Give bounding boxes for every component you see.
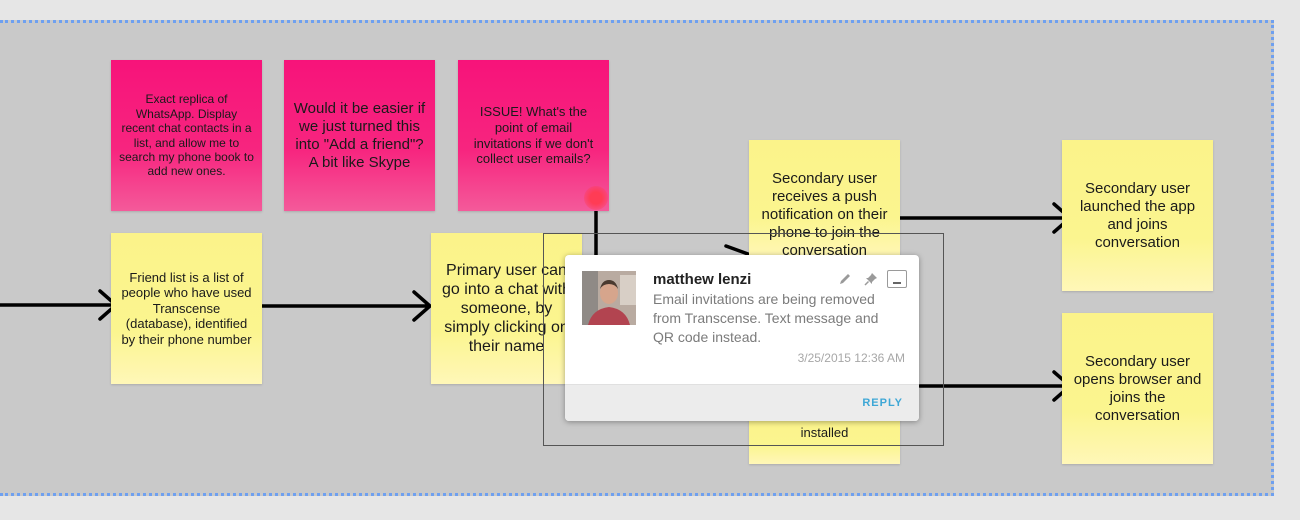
minimize-icon[interactable] bbox=[887, 270, 907, 288]
comment-actions bbox=[835, 269, 907, 289]
arrow-friend-to-primary bbox=[260, 290, 433, 322]
sticky-note-add-a-friend[interactable]: Would it be easier if we just turned thi… bbox=[284, 60, 435, 211]
sticky-note-text: Primary user can go into a chat with som… bbox=[442, 261, 571, 356]
arrow-primary-to-push bbox=[724, 244, 750, 256]
sticky-note-text: ISSUE! What's the point of email invitat… bbox=[473, 104, 594, 167]
sticky-note-email-issue[interactable]: ISSUE! What's the point of email invitat… bbox=[458, 60, 609, 211]
sticky-note-text: Friend list is a list of people who have… bbox=[121, 269, 252, 347]
pin-icon[interactable] bbox=[861, 269, 881, 289]
comment-author: matthew lenzi bbox=[653, 271, 752, 288]
selection-frame bbox=[543, 233, 944, 446]
sticky-note-secondary-app[interactable]: Secondary user launched the app and join… bbox=[1062, 140, 1213, 291]
comment-popup: matthew lenzi Email invitations are bein… bbox=[565, 255, 919, 421]
comment-marker[interactable] bbox=[584, 186, 608, 210]
sticky-note-text: Secondary user receives a push notificat… bbox=[761, 170, 888, 259]
reply-button[interactable]: REPLY bbox=[862, 397, 903, 409]
avatar bbox=[582, 271, 636, 325]
comment-text: Email invitations are being removed from… bbox=[653, 291, 879, 345]
comment-timestamp: 3/25/2015 12:36 AM bbox=[797, 351, 905, 365]
sticky-note-secondary-push[interactable]: Secondary user receives a push notificat… bbox=[749, 140, 900, 260]
sticky-note-text: Exact replica of WhatsApp. Display recen… bbox=[119, 92, 254, 179]
arrow-push-to-app bbox=[892, 202, 1073, 234]
pencil-icon[interactable] bbox=[835, 269, 855, 289]
sticky-note-text: Secondary user opens browser and joins t… bbox=[1073, 352, 1202, 424]
sticky-note-text: Secondary user launched the app and join… bbox=[1079, 179, 1196, 251]
sticky-note-whatsapp-replica[interactable]: Exact replica of WhatsApp. Display recen… bbox=[111, 60, 262, 211]
sticky-note-friend-list[interactable]: Friend list is a list of people who have… bbox=[111, 233, 262, 384]
sticky-note-text: Would it be easier if we just turned thi… bbox=[293, 99, 426, 171]
sticky-note-text: installed bbox=[800, 425, 849, 440]
sticky-note-secondary-browser[interactable]: Secondary user opens browser and joins t… bbox=[1062, 313, 1213, 464]
sticky-note-primary-user[interactable]: Primary user can go into a chat with som… bbox=[431, 233, 582, 384]
comment-footer: REPLY bbox=[565, 384, 919, 421]
arrow-into-friend-list bbox=[0, 289, 119, 321]
